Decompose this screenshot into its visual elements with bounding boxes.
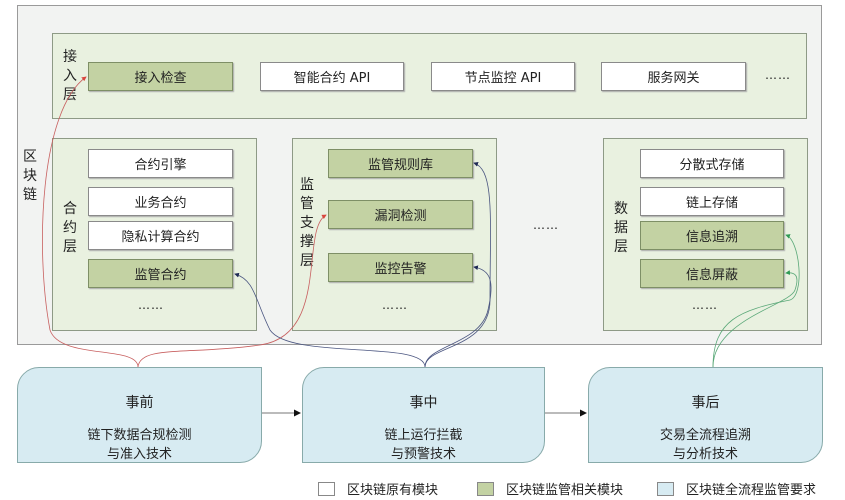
- stage-during-desc-2: 与预警技术: [390, 447, 456, 462]
- privacy-compute-contract: 隐私计算合约: [88, 221, 233, 250]
- info-masking: 信息屏蔽: [640, 259, 784, 288]
- monitor-alert: 监控告警: [328, 253, 473, 282]
- blue-curve-contract: [234, 272, 426, 368]
- middle-more: ……: [533, 218, 559, 232]
- business-contract: 业务合约: [88, 187, 233, 216]
- stage-during-title: 事中: [409, 395, 438, 411]
- blockchain-label: 区块链: [23, 149, 37, 203]
- stage-before-desc-2: 与准入技术: [106, 447, 172, 462]
- onchain-storage: 链上存储: [640, 187, 784, 216]
- red-curve-access: [42, 76, 139, 368]
- legend-original: 区块链原有模块: [318, 479, 438, 498]
- access-layer-label: 接入层: [63, 49, 77, 103]
- smart-contract-api: 智能合约 API: [260, 62, 404, 91]
- stage-after-desc-1: 交易全流程追溯: [659, 428, 751, 443]
- stage-after: 事后 交易全流程追溯与分析技术: [588, 367, 823, 463]
- access-check: 接入检查: [88, 62, 233, 91]
- stage-during-desc-1: 链上运行拦截: [384, 428, 463, 443]
- supervision-more: ……: [382, 298, 408, 312]
- data-layer-label: 数据层: [614, 201, 628, 255]
- stage-before: 事前 链下数据合规检测与准入技术: [17, 367, 262, 463]
- distributed-storage: 分散式存储: [640, 149, 784, 178]
- supervision-layer-label: 监管支撑层: [300, 177, 314, 269]
- data-more: ……: [692, 298, 718, 312]
- blue-curve-rules: [424, 161, 491, 368]
- legend-supervision-label: 区块链监管相关模块: [506, 483, 624, 498]
- info-tracing: 信息追溯: [640, 221, 784, 250]
- stage-before-title: 事前: [125, 395, 154, 411]
- legend-swatch-white: [318, 481, 335, 496]
- contract-engine: 合约引擎: [88, 149, 233, 178]
- stage-during: 事中 链上运行拦截与预警技术: [302, 367, 545, 463]
- rule-library: 监管规则库: [328, 149, 473, 178]
- green-curve-trace: [712, 234, 800, 368]
- access-more: ……: [765, 68, 791, 82]
- legend-original-label: 区块链原有模块: [347, 483, 439, 498]
- blue-curve-alert: [424, 265, 492, 368]
- vulnerability-detection: 漏洞检测: [328, 200, 473, 229]
- legend-swatch-blue: [657, 481, 674, 496]
- legend-requirement: 区块链全流程监管要求: [657, 479, 816, 498]
- node-monitor-api: 节点监控 API: [431, 62, 575, 91]
- stage-after-desc-2: 与分析技术: [672, 447, 738, 462]
- stage-after-title: 事后: [691, 395, 720, 411]
- red-curve-vuln: [137, 214, 327, 368]
- green-curve-mask: [712, 270, 798, 368]
- legend-supervision: 区块链监管相关模块: [477, 479, 623, 498]
- contract-more: ……: [138, 298, 164, 312]
- service-gateway: 服务网关: [601, 62, 746, 91]
- stage-before-desc-1: 链下数据合规检测: [87, 428, 192, 443]
- supervision-contract: 监管合约: [88, 259, 233, 288]
- legend-swatch-green: [477, 481, 494, 496]
- contract-layer-label: 合约层: [63, 201, 77, 255]
- legend-requirement-label: 区块链全流程监管要求: [686, 483, 817, 498]
